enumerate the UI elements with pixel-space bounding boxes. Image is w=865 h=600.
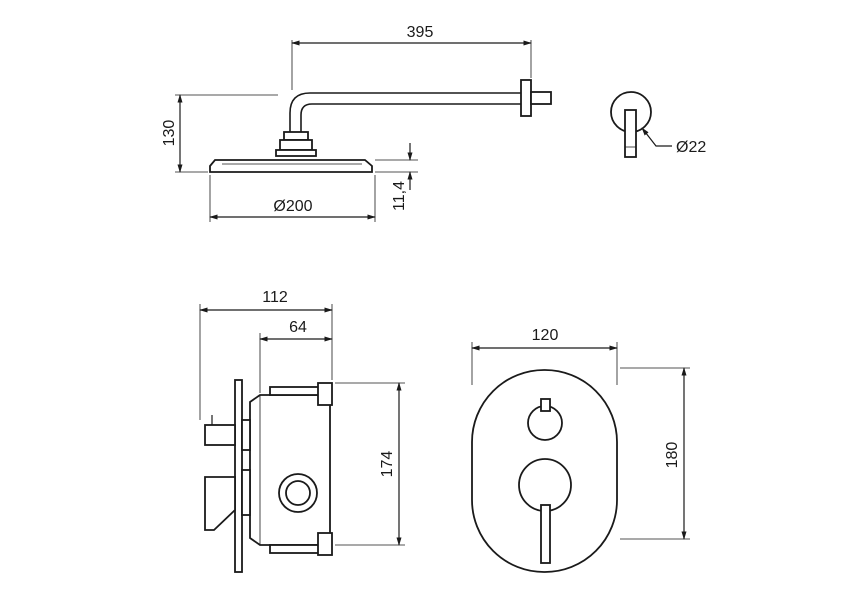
- cover-plate-side: [234, 379, 243, 573]
- mixer-box-side-view: 112 64 174: [199, 289, 405, 573]
- dim-box-height: 174: [379, 451, 396, 478]
- shower-arm: [289, 92, 521, 148]
- dim-head-thickness: 11,4: [391, 181, 408, 211]
- dim-head-height: 130: [161, 120, 178, 147]
- concealed-box: [249, 394, 331, 546]
- mixer-handle: [518, 458, 572, 512]
- dim-pipe-diameter: Ø22: [676, 139, 706, 156]
- shower-head-side-view: 395 130 Ø200 11,4: [161, 24, 552, 222]
- lever-side: [204, 476, 236, 531]
- dim-plate-height: 180: [664, 442, 681, 469]
- shower-head: [209, 159, 373, 173]
- dim-plate-width: 120: [532, 327, 559, 344]
- mixer-lever: [540, 504, 551, 564]
- pipe-stub: [624, 109, 637, 158]
- wall-flange: [520, 79, 532, 117]
- dim-box-depth-total: 112: [262, 289, 288, 306]
- mixer-front-view: 120 180: [471, 327, 690, 573]
- upper-knob-side: [204, 424, 236, 446]
- dim-arm-length: 395: [407, 24, 434, 41]
- arm-end-view: Ø22: [610, 91, 706, 158]
- dim-box-depth-inner: 64: [289, 319, 307, 336]
- dim-head-diameter: Ø200: [273, 198, 312, 215]
